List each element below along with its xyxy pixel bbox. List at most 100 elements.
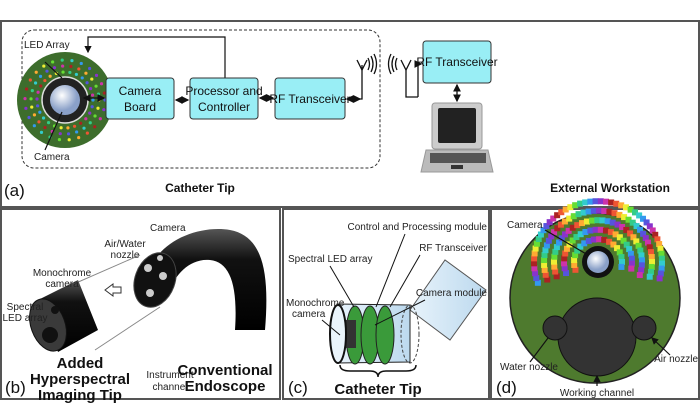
led-dot [91,98,95,102]
led-square [601,236,608,243]
led-dot [61,70,65,74]
panel-d: Camera Water nozzle Air nozzle Working c… [490,198,700,400]
led-dot [43,78,47,83]
led-square [561,260,568,267]
led-square [590,236,597,243]
svg-text:Air nozzle: Air nozzle [654,354,698,365]
svg-text:camera: camera [45,279,79,290]
led-square [592,198,599,205]
led-square [551,229,558,236]
led-square [572,202,579,209]
led-dot [30,105,34,109]
led-square [563,270,570,277]
led-dot [94,73,99,77]
led-square [569,237,576,244]
callouts-c [321,233,426,336]
led-square [562,206,569,213]
led-square [587,198,594,205]
led-square [587,227,594,234]
led-square [638,267,645,274]
led-square [557,221,564,228]
led-dot [42,64,46,68]
camera-board-box: Camera Board [105,77,175,120]
led-square [622,204,629,211]
label-catheter-tip-c: Catheter Tip [334,381,421,398]
led-dot [79,121,83,125]
led-square [531,265,538,272]
led-dot [68,70,72,75]
led-square [553,273,560,280]
led-square [621,214,628,221]
led-square [658,255,665,262]
led-dot [33,81,38,85]
led-square [618,202,625,209]
led-dot [72,124,77,128]
svg-text:Camera: Camera [119,84,162,98]
led-square [585,237,592,244]
led-dot [24,106,28,110]
led-square [531,250,538,257]
led-square [569,224,576,231]
led-square [657,270,664,277]
led-square [597,226,604,233]
svg-text:RF Transceiver: RF Transceiver [419,243,487,254]
led-square [583,218,590,225]
led-square [623,226,630,233]
led-dot [61,64,65,68]
led-dot [39,130,44,134]
svg-text:RF Transceiver: RF Transceiver [269,92,350,106]
led-square [626,246,633,253]
led-square [567,204,574,211]
led-dot [90,105,94,109]
svg-text:Board: Board [124,100,156,114]
led-dot [97,98,101,102]
led-square [647,268,654,275]
led-square [647,249,654,256]
led-square [618,254,625,261]
led-square [648,263,655,270]
led-dot [34,70,38,74]
led-square [537,231,544,238]
led-square [611,210,618,217]
led-square [606,208,613,215]
led-square [599,217,606,224]
led-dot [84,71,88,75]
led-dot [94,84,98,88]
led-dot [96,106,100,110]
processor-box: Processor and Controller [185,77,263,120]
led-dot [75,130,79,134]
led-square [649,259,655,265]
led-square [596,207,603,214]
panel-c: Control and Processing module RF Transce… [282,208,490,400]
label-catheter-tip: Catheter Tip [165,181,235,195]
led-square [543,223,550,230]
led-dot [85,81,89,85]
svg-text:camera: camera [292,309,326,320]
led-dot [69,64,73,69]
arrows-a [82,53,461,104]
led-square [558,209,565,216]
led-square [644,239,651,246]
led-square [577,243,584,250]
antenna-icon [356,59,368,72]
led-dot [93,125,97,129]
led-square [625,216,632,223]
led-square [561,231,568,238]
led-square [636,212,643,219]
led-square [574,222,581,229]
led-square [534,279,541,286]
led-square [580,209,587,216]
led-square [602,227,609,234]
led-square [635,242,642,249]
led-dot [98,117,102,121]
led-square [614,245,621,252]
led-square [613,200,620,207]
led-square [592,226,599,233]
led-dot [88,111,92,115]
led-square [646,223,653,230]
led-square [616,249,623,256]
led-square [640,215,647,222]
led-square [594,217,601,224]
led-dot [59,126,63,130]
svg-text:RF Transceiver: RF Transceiver [416,55,497,69]
